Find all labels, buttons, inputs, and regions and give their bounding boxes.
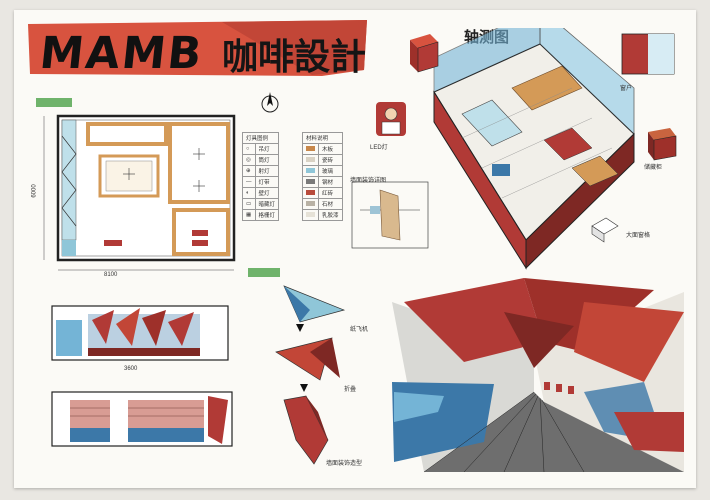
title-latin: MAMB (37, 28, 206, 79)
north-arrow-icon (261, 92, 279, 113)
elevation-a (51, 305, 229, 361)
large-label: 大面窗格 (626, 233, 651, 239)
window-label: 窗户 (620, 86, 633, 92)
legend2-row: 木板 (318, 143, 343, 155)
title-banner: MAMB 咖啡設計 (22, 20, 372, 79)
legend2-row: 红砖 (318, 187, 343, 199)
legend1-row: 射灯 (254, 165, 280, 177)
material-legend: 材料说明 木板 瓷砖 玻璃 钢材 红砖 石材 乳胶漆 (302, 132, 343, 221)
step1-label: 纸飞机 (350, 327, 369, 333)
legend1-row: 壁灯 (254, 187, 280, 199)
axonometric-view (433, 28, 635, 270)
elevation-b (51, 391, 233, 447)
window-thumb (621, 33, 675, 75)
cabinet-thumb (410, 34, 439, 73)
title-banner-shape (28, 20, 367, 76)
legend1-header: 灯具图例 (241, 132, 280, 144)
plan-height-dim: 6000 (31, 184, 38, 198)
legend1-row: 格栅灯 (254, 209, 280, 221)
title-cjk: 咖啡設計 (222, 37, 367, 78)
person-thumb (376, 102, 406, 136)
cabinet-label: 储藏柜 (644, 165, 663, 171)
legend2-row: 石材 (318, 198, 343, 210)
floor-plan (43, 114, 236, 271)
plan-width-dim: 8100 (104, 272, 118, 278)
legend1-row: 灯带 (254, 176, 280, 188)
led-label: LED灯 (370, 145, 388, 151)
step3-label: 墙面装饰造型 (326, 461, 363, 467)
legend2-row: 瓷砖 (318, 154, 343, 166)
detail-label: 墙面装饰详图 (350, 178, 387, 184)
fold-sequence (275, 285, 346, 465)
step2-label: 折叠 (344, 387, 357, 393)
large-window-thumb (591, 217, 619, 243)
legend1-row: 筒灯 (254, 154, 280, 166)
legend2-row: 乳胶漆 (318, 209, 343, 221)
storage-thumb (648, 128, 677, 161)
elevation-dim: 3600 (124, 366, 138, 372)
interior-perspective (392, 278, 684, 473)
legend2-header: 材料说明 (302, 132, 343, 144)
section-tag-plan (36, 98, 72, 107)
wall-detail (351, 181, 429, 249)
legend1-row: 吊灯 (254, 143, 280, 155)
legend2-row: 玻璃 (318, 165, 343, 177)
lighting-legend: 灯具图例 ○吊灯 ◎筒灯 ⊕射灯 —灯带 ◐壁灯 ▭暗藏灯 ▦格栅灯 (241, 132, 280, 221)
design-sheet: MAMB 咖啡設計 8100 6000 (14, 10, 696, 488)
legend1-row: 暗藏灯 (254, 198, 280, 210)
legend2-row: 钢材 (318, 176, 343, 188)
section-tag-elev (248, 268, 280, 277)
